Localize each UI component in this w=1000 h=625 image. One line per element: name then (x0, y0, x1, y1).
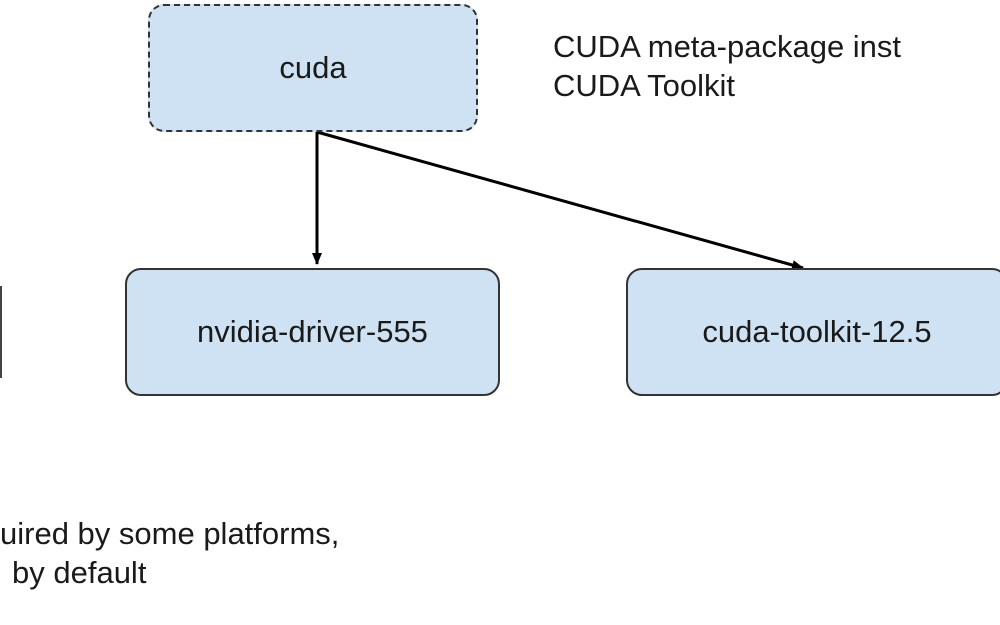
node-cuda-toolkit[interactable]: cuda-toolkit-12.5 (626, 268, 1000, 396)
node-nvidia-driver[interactable]: nvidia-driver-555 (125, 268, 500, 396)
node-cuda-toolkit-label: cuda-toolkit-12.5 (702, 314, 932, 349)
node-nvidia-driver-label: nvidia-driver-555 (197, 314, 428, 349)
note-footer: uired by some platforms, by default (0, 514, 339, 592)
cropped-node-edge (0, 286, 2, 378)
note-footer-line-1: uired by some platforms, (0, 516, 340, 551)
note-cuda-meta-package: CUDA meta-package inst CUDA Toolkit (553, 27, 901, 105)
node-cuda[interactable]: cuda (148, 4, 478, 132)
note-footer-line-2: by default (12, 555, 147, 590)
note-cuda-line-1: CUDA meta-package inst (553, 29, 902, 64)
note-cuda-line-2: CUDA Toolkit (553, 68, 736, 103)
node-cuda-label: cuda (279, 50, 347, 85)
edge-cuda-to-toolkit (316, 130, 804, 270)
